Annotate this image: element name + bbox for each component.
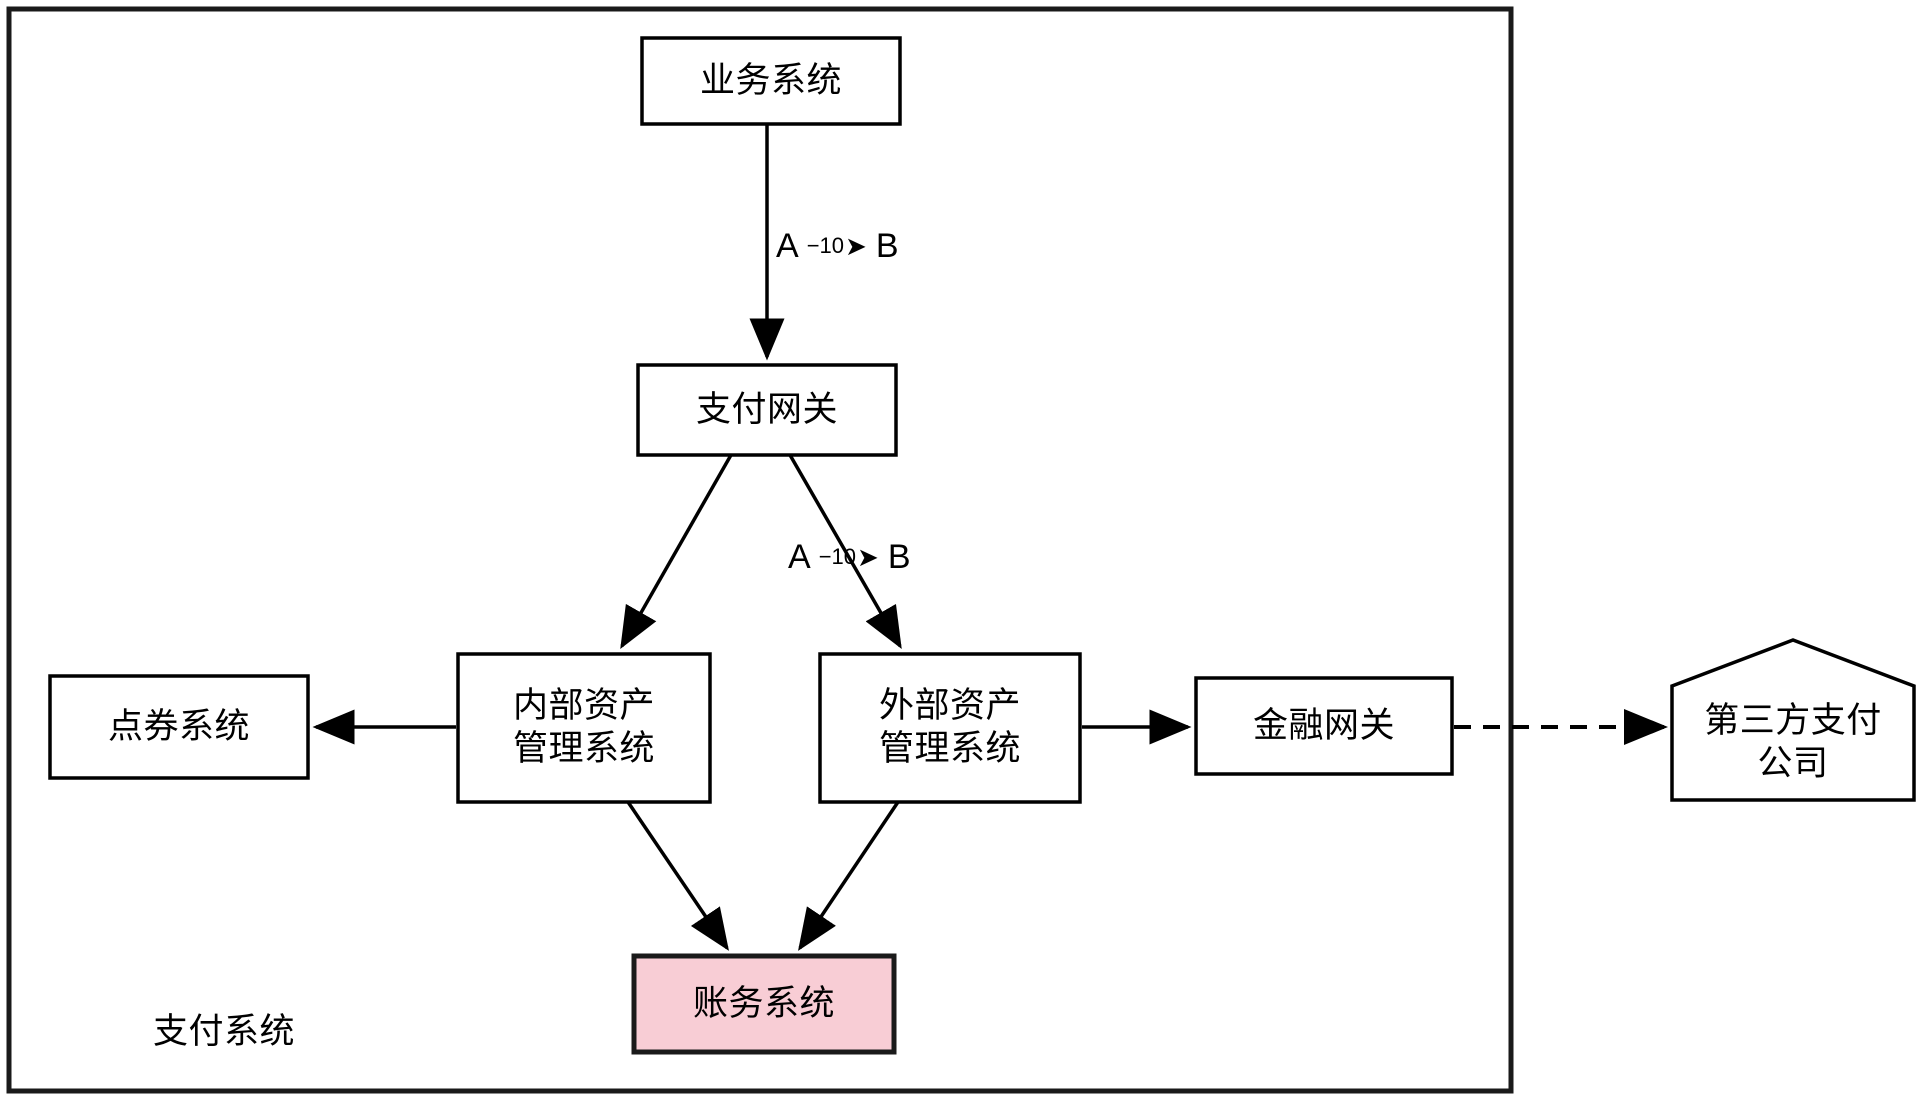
node-label-internal-asset-system: 内部资产 管理系统 [512,686,655,768]
node-shape-accounting-system[interactable] [631,953,897,1055]
node-third-party-payment[interactable]: 第三方支付 公司 [1672,686,1914,800]
node-shape-payment-gateway[interactable] [636,363,898,457]
node-voucher-system[interactable]: 点券系统 [50,676,308,778]
node-shape-voucher-system[interactable] [48,674,310,780]
node-finance-gateway[interactable]: 金融网关 [1196,678,1452,774]
node-shape-external-asset-system[interactable] [818,652,1082,804]
node-shape-internal-asset-system[interactable] [456,652,712,804]
node-accounting-system[interactable]: 账务系统 [634,956,894,1052]
node-label-voucher-system: 点券系统 [107,706,250,746]
edge-external-asset-to-accounting [798,801,900,951]
edge-label-delta-mid: −10 [818,544,857,569]
node-shape-finance-gateway[interactable] [1194,676,1454,776]
edge-gateway-to-external-asset [788,454,902,650]
edge-label-b-mid: B [887,537,911,576]
edge-label-business-to-gateway: A −10➤ B [770,222,950,270]
edge-label-arrow-mid: ➤ [857,541,879,572]
node-payment-gateway[interactable]: 支付网关 [638,365,896,455]
container-label-payment-system: 支付系统 [153,1012,296,1051]
node-label-business-system: 业务系统 [699,60,842,100]
node-external-asset-system[interactable]: 外部资产 管理系统 [820,654,1080,802]
edge-label-arrow-top: ➤ [845,230,867,261]
node-label-third-party-payment: 第三方支付 公司 [1704,701,1882,783]
node-shape-third-party-payment[interactable] [1670,638,1916,802]
node-shape-business-system[interactable] [640,36,902,126]
node-label-finance-gateway: 金融网关 [1252,705,1395,745]
edge-label-delta-top: −10 [806,233,845,258]
payment-system-container [6,6,1514,1094]
node-label-external-asset-system: 外部资产 管理系统 [878,686,1021,768]
edge-internal-asset-to-accounting [626,801,729,951]
node-label-payment-gateway: 支付网关 [695,389,838,429]
node-internal-asset-system[interactable]: 内部资产 管理系统 [458,654,710,802]
node-label-accounting-system: 账务系统 [692,983,835,1023]
edge-label-a-mid: A [788,537,811,576]
edge-label-a-top: A [776,226,799,265]
node-business-system[interactable]: 业务系统 [642,38,900,124]
edge-label-b-top: B [875,226,899,265]
edge-label-gateway-to-external-asset: A −10➤ B [782,533,962,581]
edge-gateway-to-internal-asset [620,454,733,650]
